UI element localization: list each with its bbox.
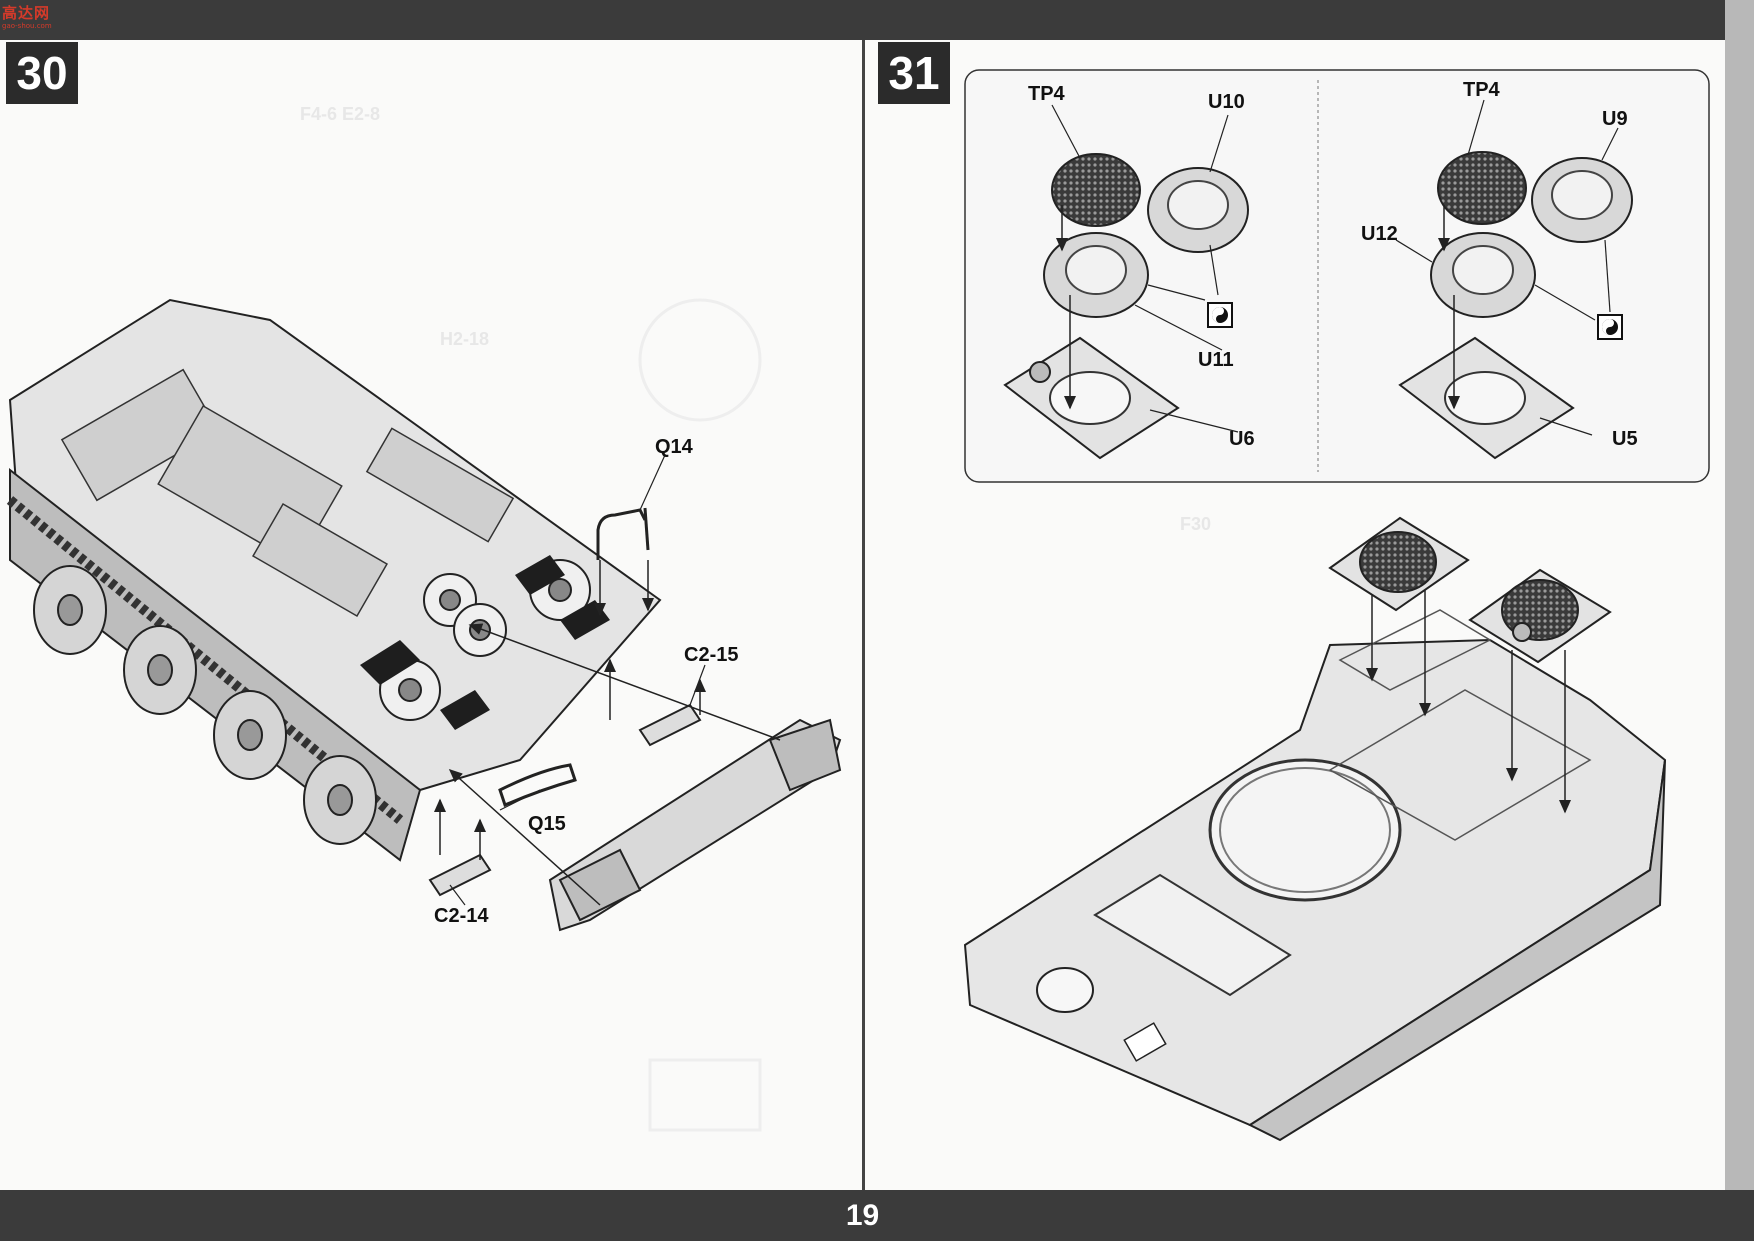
label-tp4-left: TP4: [1028, 83, 1066, 105]
glue-icon-left: [1207, 302, 1233, 328]
q14-grab-handle: [596, 507, 650, 560]
engine-deck-grille-plates: [1328, 516, 1612, 664]
assembly-diagram: F4-6 E2-8 H2-18 F30: [6, 69, 1710, 1142]
label-u5: U5: [1612, 428, 1638, 450]
label-u6: U6: [1229, 428, 1255, 450]
label-c2-14: C2-14: [434, 905, 489, 927]
label-q14: Q14: [655, 436, 694, 458]
label-u11: U11: [1198, 349, 1234, 371]
site-logo: 高达网 gao-shou.com: [2, 4, 72, 34]
step-31-badge: 31: [878, 42, 950, 104]
road-wheels: [33, 565, 377, 845]
upper-hull-part: [963, 609, 1667, 1142]
bottom-bar: [0, 1190, 1754, 1241]
label-u12: U12: [1361, 223, 1398, 245]
label-u9: U9: [1602, 108, 1628, 130]
label-tp4-right: TP4: [1463, 79, 1501, 101]
svg-text:F4-6 E2-8: F4-6 E2-8: [300, 104, 380, 124]
label-u10: U10: [1208, 91, 1245, 113]
left-subassembly: [1003, 153, 1249, 460]
rear-plate-part: [548, 718, 842, 932]
page-number: 19: [845, 1199, 880, 1232]
glue-icon-right: [1597, 314, 1623, 340]
top-bar: [0, 0, 1754, 40]
q15-grab-handle: [498, 763, 577, 808]
right-subassembly: [1398, 151, 1633, 460]
label-c2-15: C2-15: [684, 644, 738, 666]
logo-chinese-text: 高达网: [2, 4, 51, 22]
logo-url-text: gao-shou.com: [2, 22, 52, 30]
svg-text:F30: F30: [1180, 514, 1211, 534]
svg-text:H2-18: H2-18: [440, 329, 489, 349]
c2-14-bracket: [428, 853, 492, 897]
column-divider: [862, 40, 865, 1190]
step-30-hull-drawing: [6, 298, 662, 862]
label-q15: Q15: [528, 813, 566, 835]
step-30-badge: 30: [6, 42, 78, 104]
page-edge: [1725, 0, 1754, 1241]
c2-15-bracket: [638, 703, 702, 747]
